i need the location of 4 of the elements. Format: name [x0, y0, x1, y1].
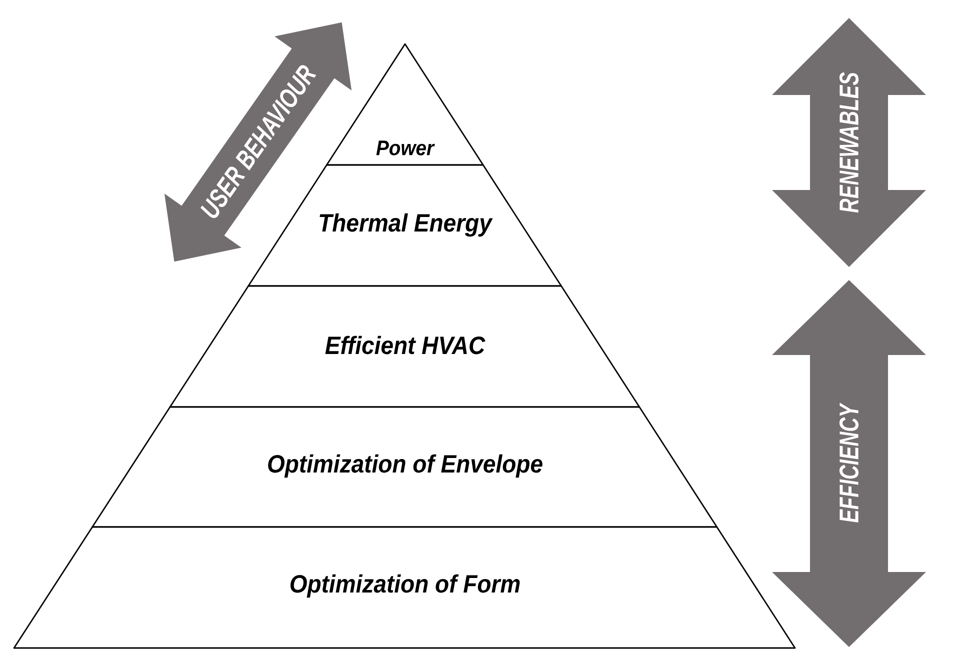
- pyramid-band: Optimization of Envelope: [92, 406, 718, 528]
- pyramid-band: Optimization of Form: [13, 526, 796, 649]
- pyramid-band: Efficient HVAC: [169, 285, 640, 408]
- pyramid-band: Power: [326, 43, 484, 166]
